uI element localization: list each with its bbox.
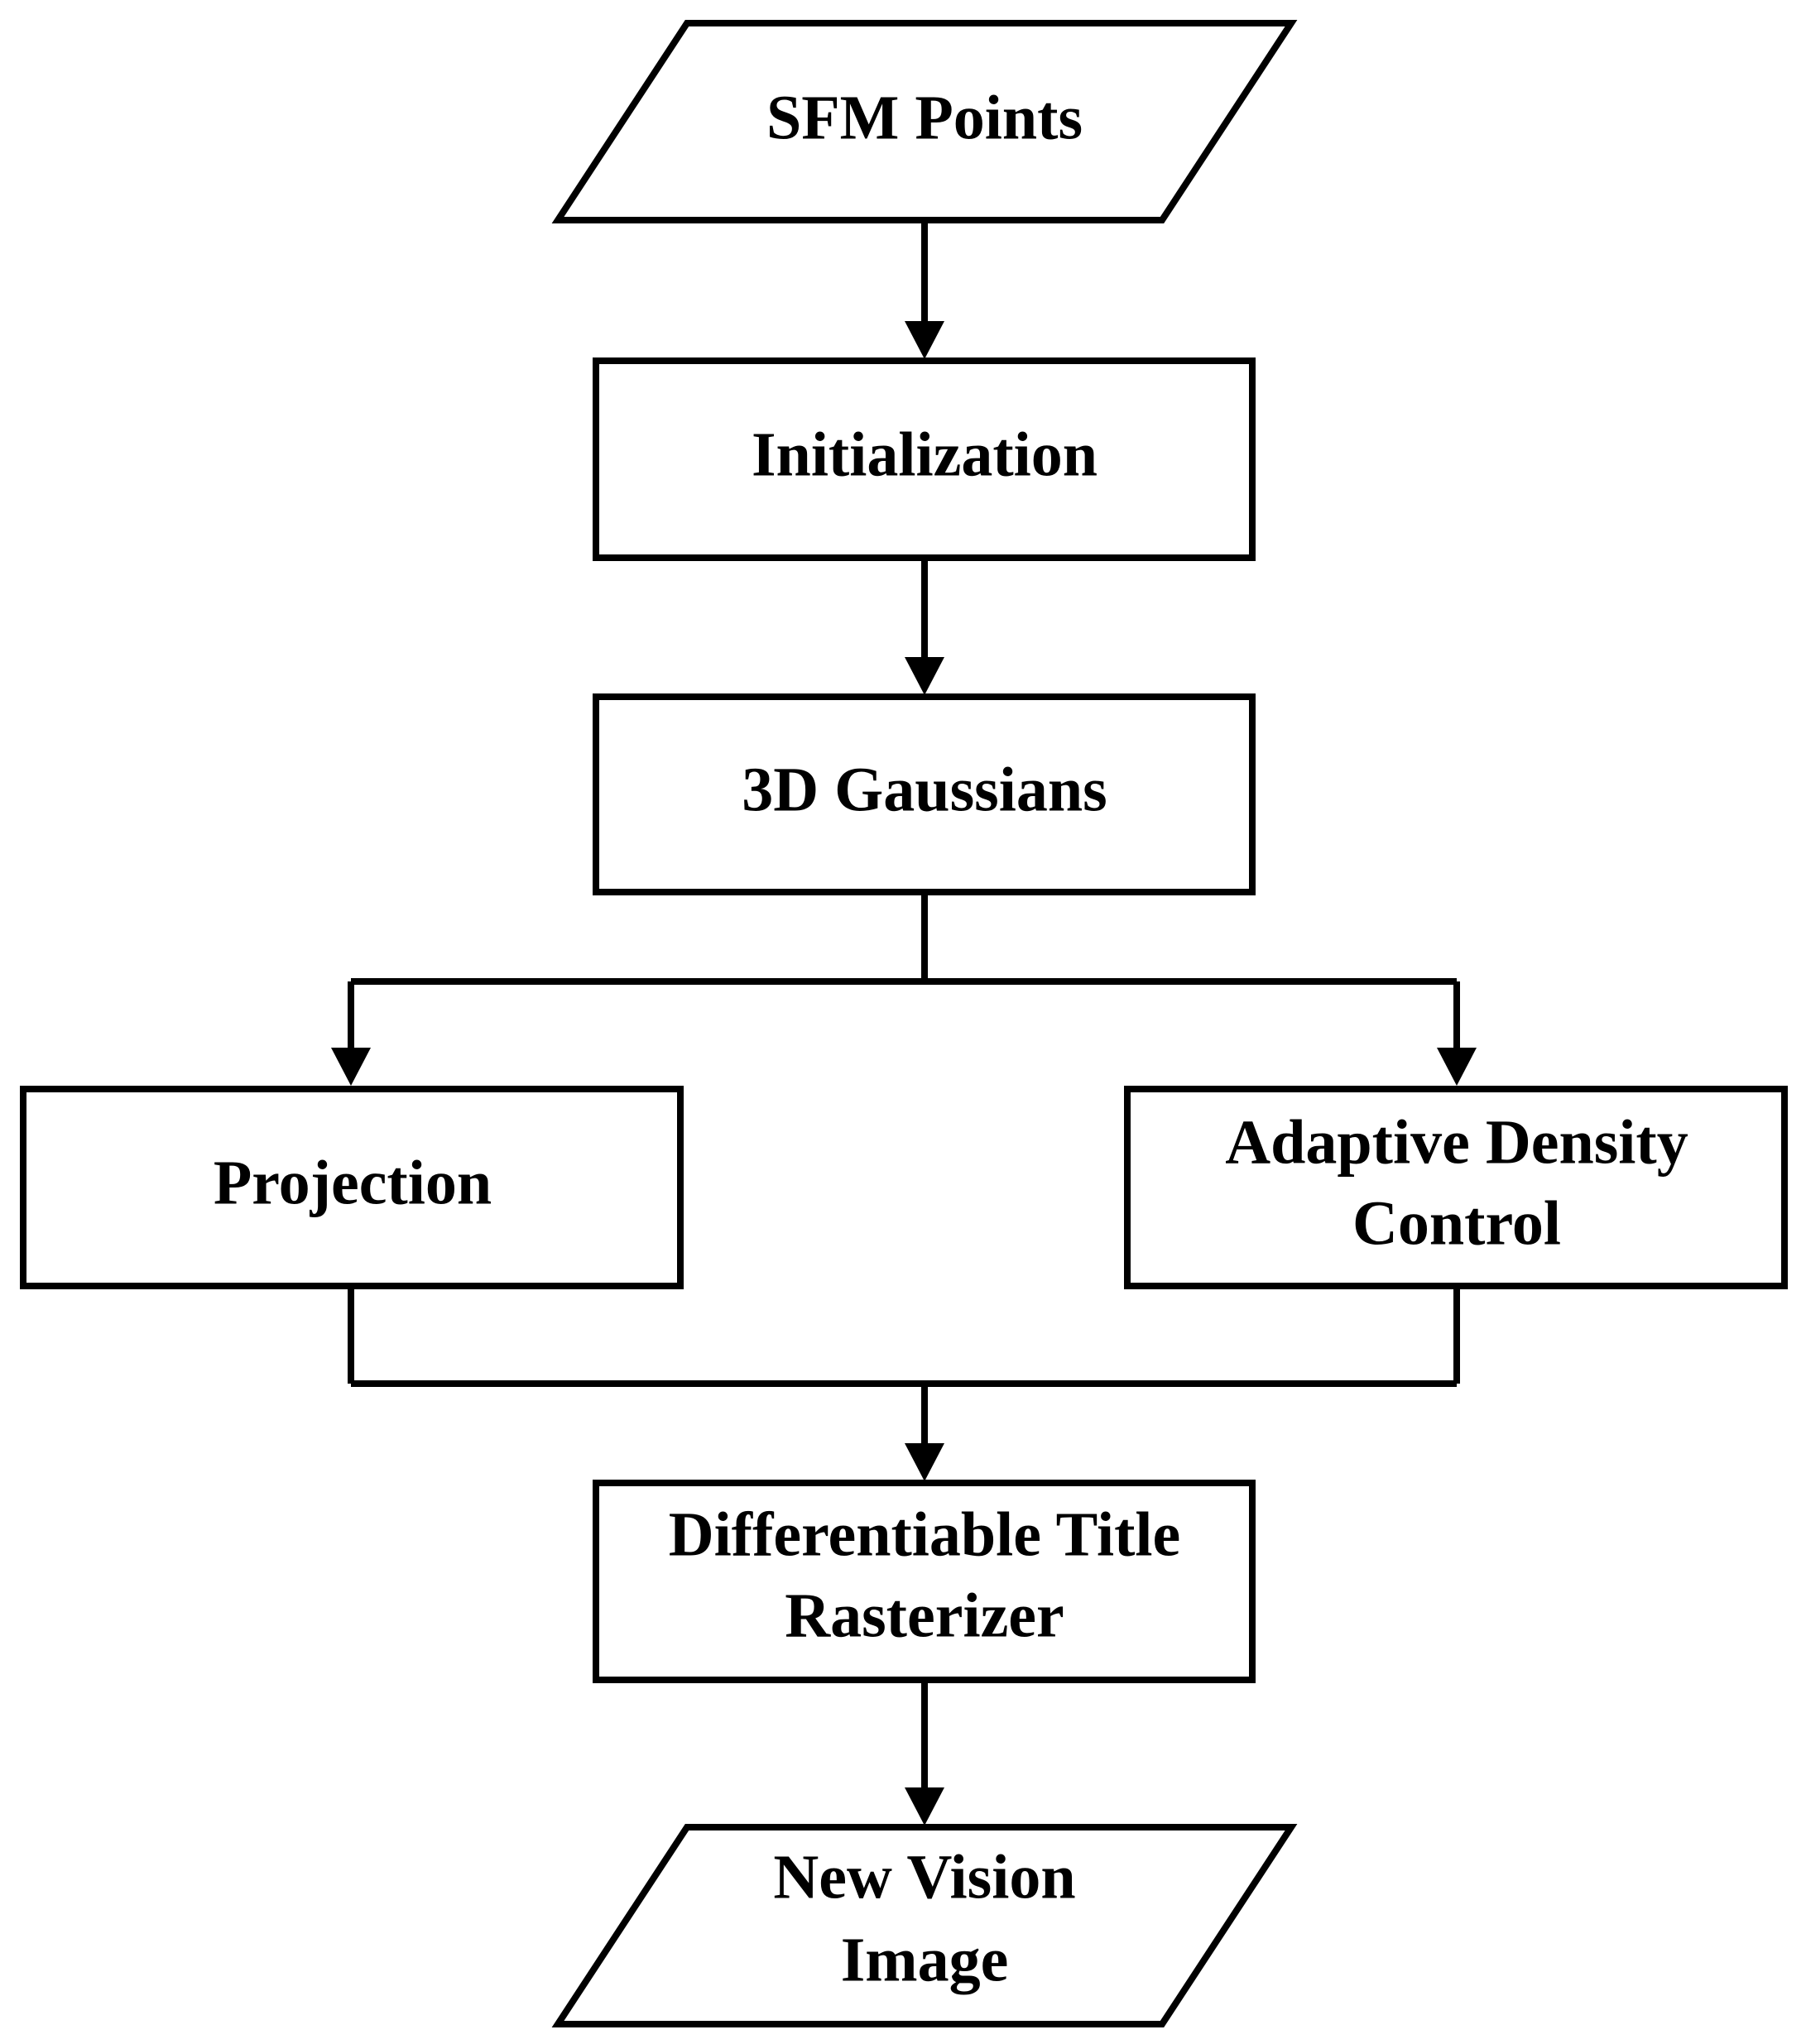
node-adaptive-density-control-label-line-2: Control [1352, 1188, 1561, 1258]
node-initialization: Initialization [593, 357, 1256, 561]
node-projection-shape [20, 1086, 684, 1289]
node-initialization-shape [593, 357, 1256, 561]
node-new-vision-image-label-line-1: New Vision [773, 1842, 1075, 1912]
arrowhead-rasterizer [905, 1443, 944, 1481]
node-rasterizer-label-line-1: Differentiable Title [669, 1499, 1180, 1569]
arrowhead-adaptive-density [1437, 1048, 1477, 1086]
nodes: SFM Points Initialization 3D Gaussians P… [20, 20, 1788, 2027]
edges [331, 222, 1477, 1826]
node-sfm-points-shape [551, 20, 1298, 223]
node-new-vision-image: New Vision Image [551, 1824, 1298, 2027]
node-projection: Projection [20, 1086, 684, 1289]
node-new-vision-image-shape [551, 1824, 1298, 2027]
node-initialization-label: Initialization [752, 420, 1098, 489]
node-projection-label: Projection [214, 1148, 492, 1217]
node-3d-gaussians: 3D Gaussians [593, 693, 1256, 895]
node-adaptive-density-control-label-line-1: Adaptive Density [1225, 1107, 1688, 1177]
node-rasterizer-shape [593, 1480, 1256, 1683]
node-3d-gaussians-label: 3D Gaussians [742, 755, 1107, 824]
arrowhead-projection [331, 1048, 371, 1086]
node-adaptive-density-control: Adaptive Density Control [1124, 1086, 1788, 1289]
arrowhead-initialization [905, 321, 944, 359]
node-rasterizer: Differentiable Title Rasterizer [593, 1480, 1256, 1683]
node-adaptive-density-control-shape [1124, 1086, 1788, 1289]
node-sfm-points-label: SFM Points [766, 83, 1083, 152]
arrowhead-new-vision-image [905, 1787, 944, 1826]
node-rasterizer-label-line-2: Rasterizer [785, 1581, 1064, 1650]
arrowhead-gaussians [905, 657, 944, 695]
node-new-vision-image-label-line-2: Image [841, 1925, 1009, 1994]
node-sfm-points: SFM Points [551, 20, 1298, 223]
node-3d-gaussians-shape [593, 693, 1256, 895]
